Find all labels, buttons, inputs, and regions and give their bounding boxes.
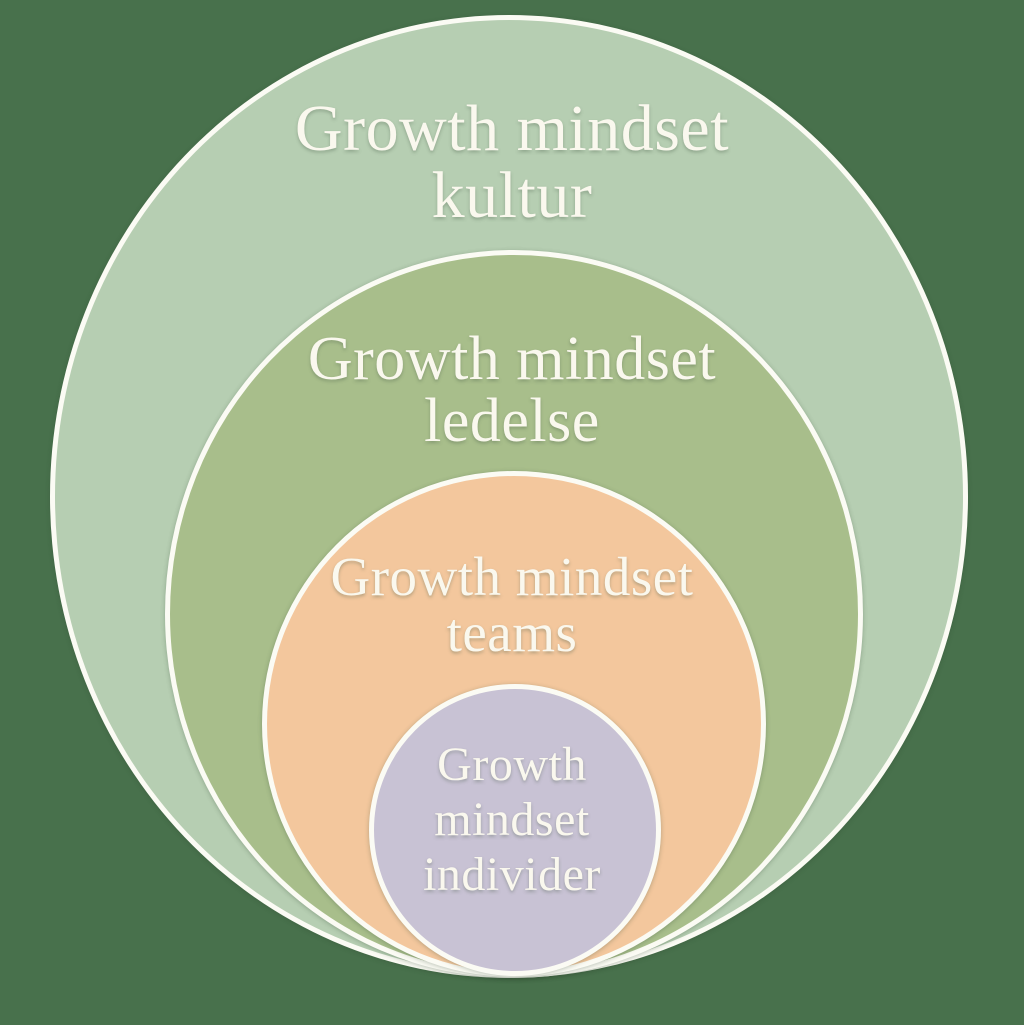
- label-growth-mindset-ledelse: Growth mindset ledelse: [0, 328, 1024, 452]
- label-growth-mindset-teams: Growth mindset teams: [0, 549, 1024, 661]
- label-line: mindset: [434, 793, 590, 846]
- label-line: teams: [446, 602, 578, 663]
- circle-growth-mindset-individer: [369, 684, 661, 976]
- label-line: Growth mindset: [330, 546, 694, 607]
- label-growth-mindset-individer: Growth mindset individer: [0, 737, 1024, 902]
- label-line: individer: [423, 848, 601, 901]
- label-growth-mindset-kultur: Growth mindset kultur: [0, 95, 1024, 229]
- label-line: Growth mindset: [294, 92, 730, 165]
- label-line: Growth mindset: [307, 325, 717, 393]
- label-line: Growth: [437, 738, 587, 791]
- label-line: kultur: [431, 159, 593, 232]
- label-line: ledelse: [424, 387, 600, 455]
